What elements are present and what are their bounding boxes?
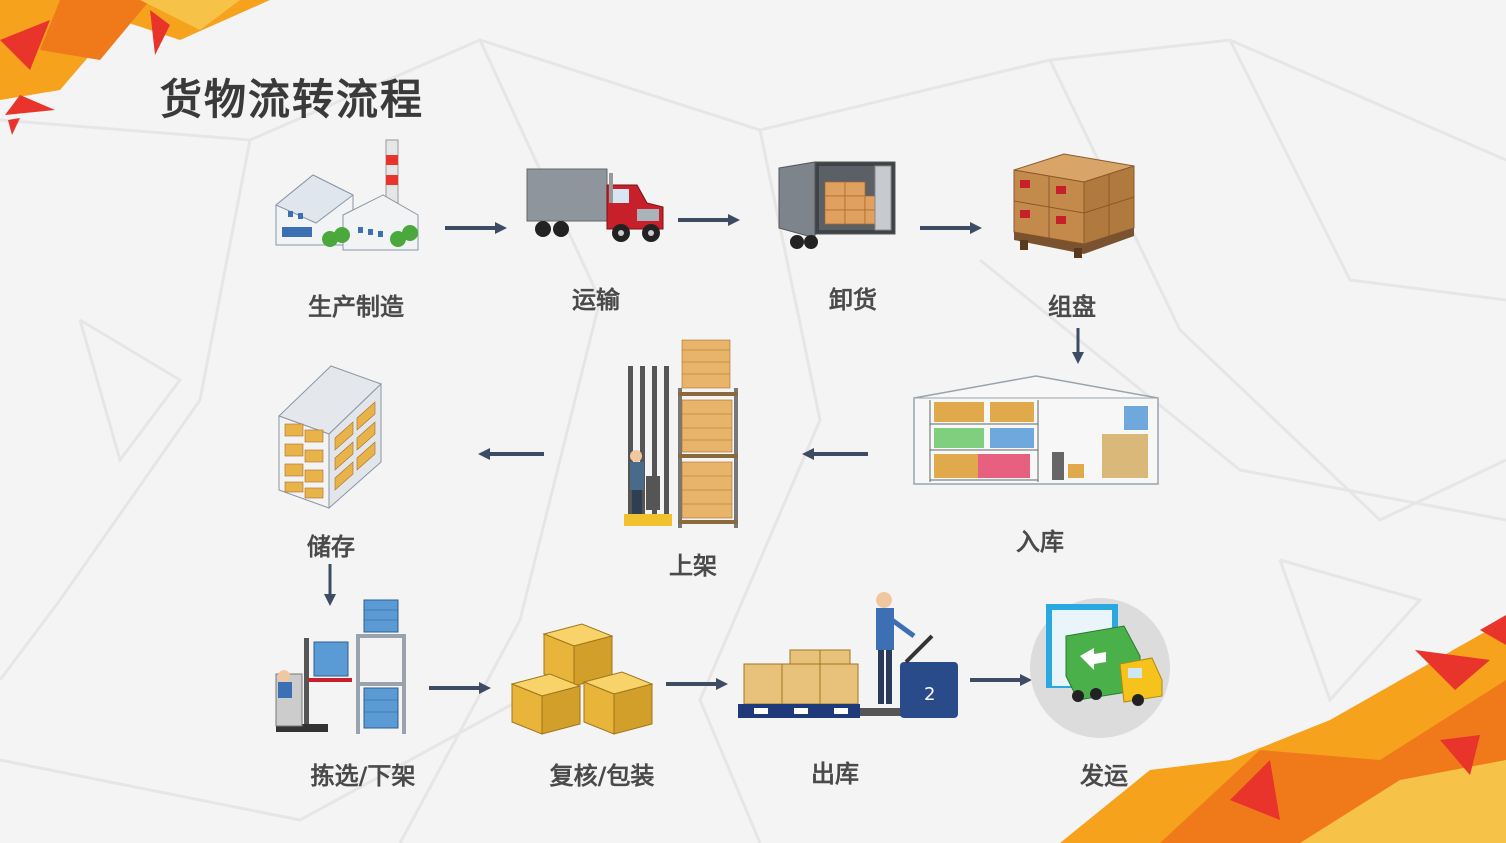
order-picker-icon [270, 598, 410, 738]
step-label-outbound: 出库 [811, 760, 859, 788]
step-label-shipping: 发运 [1080, 762, 1128, 790]
arrow-right-icon [678, 214, 740, 226]
warehouse-icon [912, 372, 1160, 492]
arrow-left-icon [802, 448, 868, 460]
svg-text:2: 2 [924, 684, 935, 705]
arrow-right-icon [666, 678, 728, 690]
pallet-boxes-icon [1008, 140, 1138, 265]
arrow-right-icon [429, 682, 491, 694]
boxes-icon [510, 622, 655, 737]
truck-icon [525, 165, 665, 247]
arrow-right-icon [970, 674, 1032, 686]
forklift-shelving-icon [620, 338, 745, 530]
arrow-down-icon [1072, 328, 1084, 364]
arrow-left-icon [478, 448, 544, 460]
step-label-production: 生产制造 [308, 293, 404, 321]
page-title: 货物流转流程 [160, 75, 425, 124]
step-label-palletizing: 组盘 [1048, 293, 1096, 321]
storage-rack-icon [275, 362, 385, 512]
step-label-picking: 拣选/下架 [310, 762, 416, 790]
step-label-inbound: 入库 [1016, 528, 1064, 556]
shipping-dock-truck-icon [1028, 596, 1174, 738]
step-label-packing: 复核/包装 [549, 762, 655, 790]
step-label-transport: 运输 [572, 286, 620, 314]
arrow-right-icon [920, 222, 982, 234]
step-label-storage: 储存 [307, 533, 355, 561]
step-label-unloading: 卸货 [829, 286, 877, 314]
step-label-shelving: 上架 [669, 552, 717, 580]
arrow-down-icon [324, 564, 336, 606]
unloading-truck-icon [775, 158, 900, 250]
factory-icon [268, 135, 428, 255]
pallet-jack-worker-icon: 2 [736, 590, 962, 724]
arrow-right-icon [445, 222, 507, 234]
